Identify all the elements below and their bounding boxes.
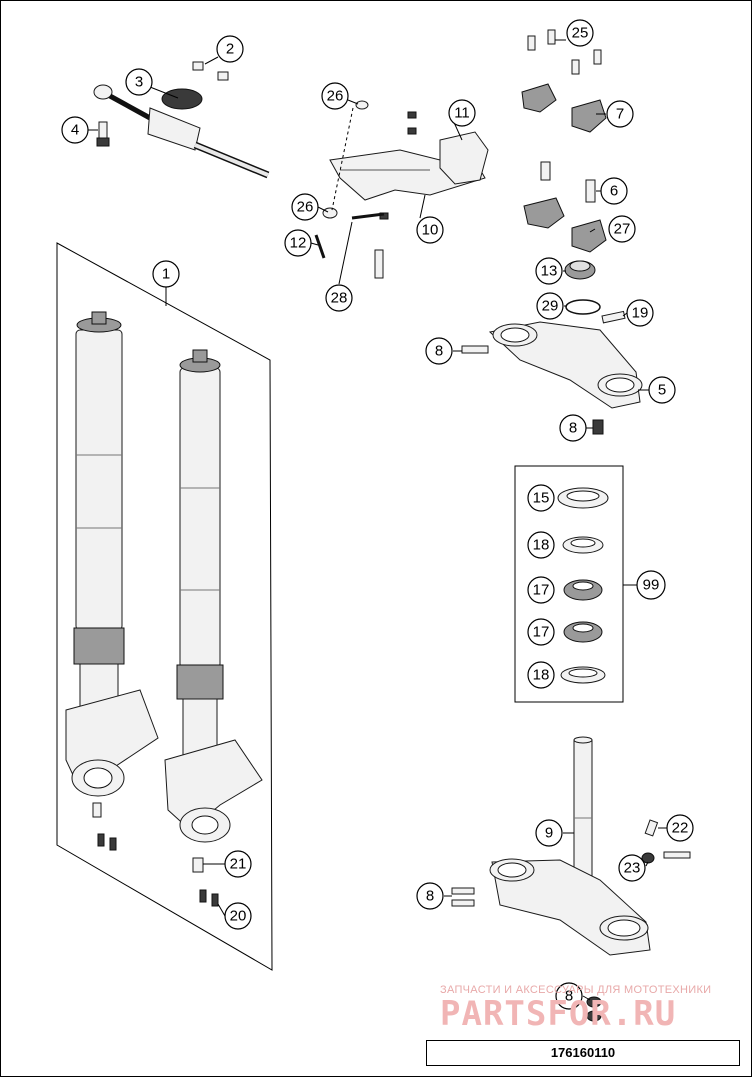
callout-1: 1 [152,260,180,288]
svg-text:10: 10 [422,222,439,239]
svg-text:25: 25 [572,25,589,42]
svg-text:26: 26 [297,199,314,216]
callout-27: 27 [608,215,636,243]
steering-damper [93,61,270,179]
callout-5: 5 [648,376,676,404]
svg-text:22: 22 [672,820,689,837]
svg-text:5: 5 [658,382,666,399]
callout-7: 7 [606,100,634,128]
fork-axle-bolts [92,802,219,907]
callout-23: 23 [618,854,646,882]
svg-text:26: 26 [327,88,344,105]
callout-8-lower: 8 [416,882,444,910]
svg-text:3: 3 [135,74,143,91]
callout-4: 4 [61,116,89,144]
watermark-subtitle: ЗАПЧАСТИ И АКСЕССУАРЫ ДЛЯ МОТОТЕХНИКИ [440,984,712,996]
svg-text:8: 8 [426,888,434,905]
callout-20: 20 [224,902,252,930]
callout-19: 19 [626,299,654,327]
callout-8-bottom: 8 [555,982,583,1010]
svg-text:27: 27 [614,221,631,238]
left-fork-leg [65,311,159,797]
callout-17-bottom: 17 [527,618,555,646]
callout-29: 29 [536,292,564,320]
svg-text:8: 8 [569,420,577,437]
callout-13: 13 [535,257,563,285]
svg-text:18: 18 [533,667,550,684]
callout-2: 2 [216,35,244,63]
callout-26-bottom: 26 [291,193,319,221]
svg-text:2: 2 [226,41,234,58]
callout-26-top: 26 [321,82,349,110]
svg-text:21: 21 [230,856,247,873]
svg-text:9: 9 [545,825,553,842]
right-fork-leg [164,349,263,843]
svg-text:13: 13 [541,263,558,280]
callout-11: 11 [448,99,476,127]
svg-text:23: 23 [624,860,641,877]
svg-text:15: 15 [533,490,550,507]
fork-assembly-panel [56,242,273,971]
upper-triple-clamp [461,321,643,435]
svg-text:7: 7 [616,106,624,123]
steering-nut-parts [564,260,626,324]
bolt-4 [96,121,110,147]
watermark-logo: PARTSFOR.RU [440,994,677,1034]
callout-99: 99 [636,570,666,600]
callout-25: 25 [566,19,594,47]
svg-text:6: 6 [610,183,618,200]
leader-lines [88,39,667,1001]
callout-21: 21 [224,850,252,878]
callout-22: 22 [666,814,694,842]
bearing-kit-panel [514,465,637,703]
svg-text:11: 11 [454,105,470,122]
callout-8-clamp-bolt: 8 [559,414,587,442]
callout-18-bottom: 18 [527,661,555,689]
callout-17-top: 17 [527,576,555,604]
svg-text:17: 17 [533,624,550,641]
drawing-number-box: 176160110 [426,1040,740,1066]
svg-text:17: 17 [533,582,550,599]
watermark: ЗАПЧАСТИ И АКСЕССУАРЫ ДЛЯ МОТОТЕХНИКИ PA… [440,984,740,1032]
svg-text:99: 99 [643,577,660,594]
handlebar-bracket [314,100,489,279]
svg-text:28: 28 [331,290,348,307]
svg-text:12: 12 [290,235,307,252]
svg-text:18: 18 [533,537,550,554]
svg-text:4: 4 [71,122,79,139]
top-clamp-parts [521,29,607,253]
callout-18-top: 18 [527,531,555,559]
svg-text:19: 19 [632,305,649,322]
callout-10: 10 [416,216,444,244]
svg-text:20: 20 [230,908,247,925]
svg-text:1: 1 [162,266,170,283]
callout-3: 3 [125,68,153,96]
callout-12: 12 [284,229,312,257]
svg-text:8: 8 [565,988,573,1005]
callout-28: 28 [325,284,353,312]
callout-8-upper: 8 [425,337,453,365]
callout-9: 9 [535,819,563,847]
lower-triple-clamp [451,736,691,1022]
svg-text:8: 8 [435,343,443,360]
callout-6: 6 [600,177,628,205]
svg-text:29: 29 [542,298,559,315]
callout-15: 15 [527,484,555,512]
